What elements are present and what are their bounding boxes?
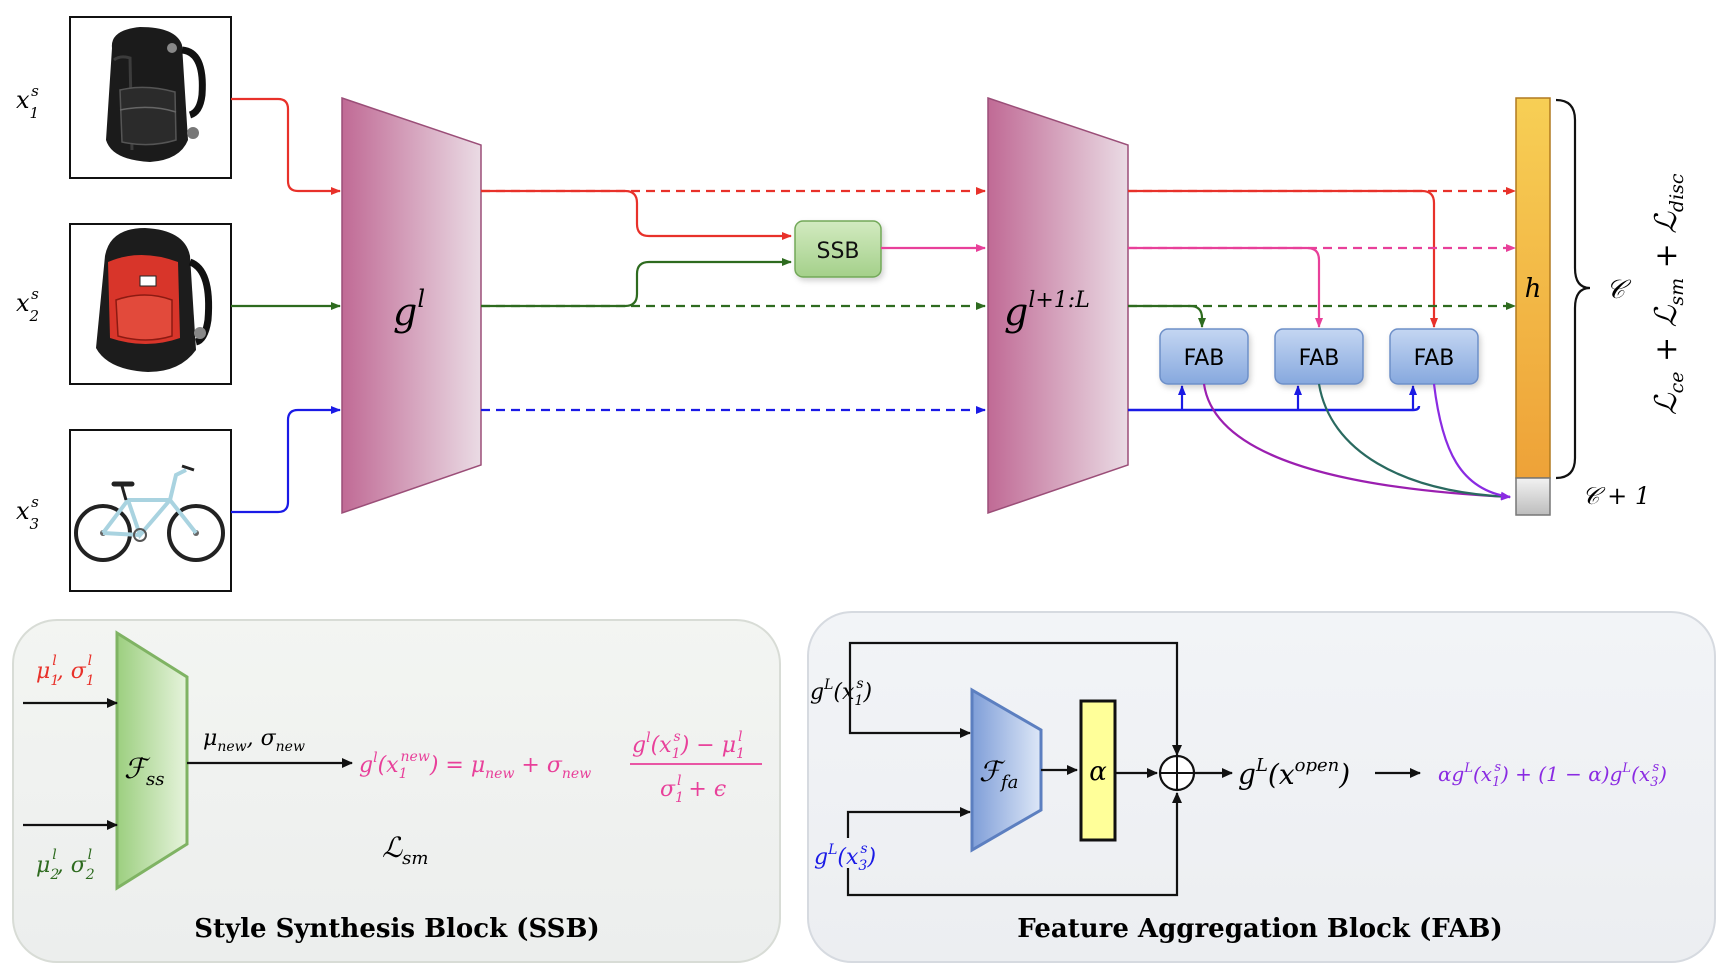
blue-bus <box>1128 405 1421 412</box>
arrow-x1-to-gl <box>231 97 341 195</box>
curve-fab3-to-c1 <box>1432 383 1511 500</box>
curve-fab2-to-c1 <box>1317 383 1511 499</box>
input-image-backpack-red <box>69 223 232 385</box>
ssb-input-2-label: μ2l, σ2l <box>36 847 95 883</box>
ffa-block <box>970 687 1043 853</box>
input-label-x1: x1s <box>16 82 39 122</box>
total-loss: ℒce + ℒsm + ℒdisc <box>1649 173 1688 415</box>
fss-block <box>115 630 189 891</box>
alpha-block <box>1079 699 1117 842</box>
svg-text:ℒce + ℒsm + ℒdisc: ℒce + ℒsm + ℒdisc <box>1649 173 1688 415</box>
h-label: h <box>1525 274 1542 304</box>
arrow-red-to-ssb <box>481 189 792 240</box>
skip-path-top <box>848 641 1182 756</box>
sum-node-icon <box>1158 754 1196 792</box>
classifier-h-bar <box>1515 97 1551 479</box>
arrow-pink-to-fab2 <box>1128 246 1323 328</box>
gl-label: gl <box>393 285 425 334</box>
encoder-block-gl <box>341 96 482 515</box>
ssb-new-stats-label: μnew, σnew <box>203 726 305 755</box>
ssb-label: SSB <box>816 239 859 264</box>
ssb-panel <box>12 619 781 963</box>
input-label-x3: x3s <box>16 493 39 533</box>
arrow-x3-to-gl <box>231 406 341 514</box>
arrow-green-to-fab1 <box>1128 304 1206 328</box>
fab-output-label: gL(xopen) <box>1238 755 1350 791</box>
input-image-bicycle <box>69 429 232 592</box>
svg-text:σ1l + ϵ: σ1l + ϵ <box>660 773 726 806</box>
encoder-block-g-rest <box>987 96 1129 515</box>
c-label: 𝒞 <box>1606 275 1632 305</box>
ssb-panel-title: Style Synthesis Block (SSB) <box>194 914 599 944</box>
input-label-x2: x2s <box>16 285 39 325</box>
fab-result-formula: αgL(x1s) + (1 − α)gL(x3s) <box>1438 760 1667 790</box>
ssb-formula: gl(x1new) = μnew + σnew gl(x1s) − μ1l σ1… <box>359 729 762 806</box>
arrow-in1-to-ffa <box>848 706 971 738</box>
fab-panel-title: Feature Aggregation Block (FAB) <box>1017 914 1502 944</box>
skip-path-bottom <box>846 792 1182 897</box>
fab-label-2: FAB <box>1299 346 1340 371</box>
c1-label: 𝒞 + 1 <box>1582 482 1650 510</box>
fab-input-1-label: gL(x1s) <box>810 676 872 709</box>
fab-panel <box>807 611 1716 963</box>
svg-text:gl(x1new) = μnew + σnew: gl(x1new) = μnew + σnew <box>359 749 591 782</box>
class-brace <box>1555 98 1591 480</box>
fab-input-2-label: gL(x3s) <box>814 841 876 874</box>
fab-label-3: FAB <box>1414 346 1455 371</box>
fab-label-1: FAB <box>1184 346 1225 371</box>
fab-blocks <box>1159 328 1479 385</box>
ssb-input-1-label: μ1l, σ1l <box>36 653 95 689</box>
ssb-loss-label: ℒsm <box>382 831 428 869</box>
input-image-backpack-black <box>69 16 232 179</box>
curve-fab1-to-c1 <box>1202 383 1511 501</box>
arrow-red-to-fab3 <box>1128 189 1438 328</box>
arrow-in2-to-ffa <box>846 807 971 838</box>
svg-text:gl(x1s) − μ1l: gl(x1s) − μ1l <box>632 729 745 762</box>
g-rest-label: gl+1:L <box>1004 288 1090 334</box>
arrow-green-to-ssb <box>481 258 792 308</box>
classifier-open-class-cell <box>1515 477 1551 516</box>
alpha-label: α <box>1089 757 1107 787</box>
